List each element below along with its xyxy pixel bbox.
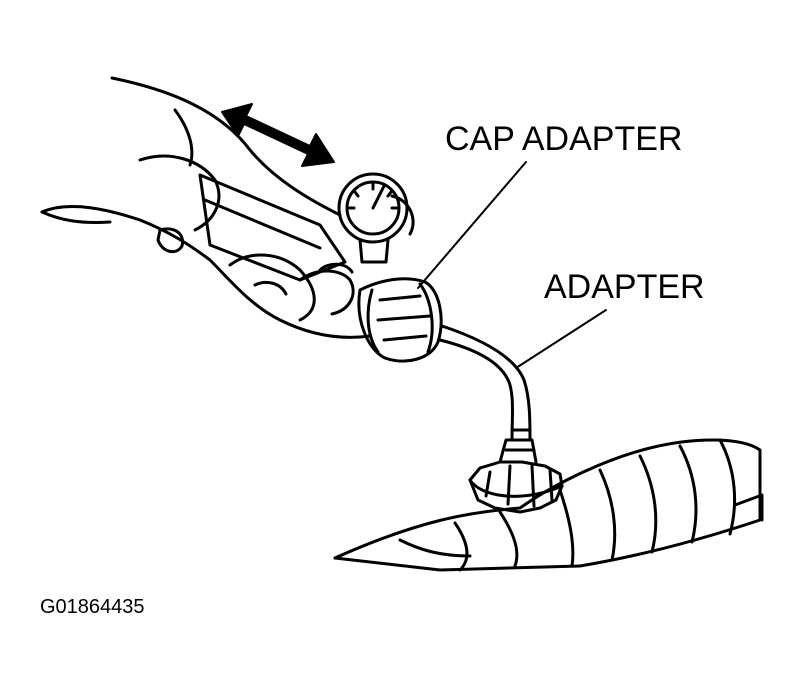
adapter-leader-line (515, 309, 607, 369)
cap-adapter-label: CAP ADAPTER (445, 120, 683, 158)
radiator-tank (333, 438, 764, 572)
leader-lines (417, 161, 607, 369)
figure-id: G01864435 (40, 596, 145, 618)
pressure-gauge (337, 172, 415, 264)
hand-and-pump (40, 76, 372, 339)
cap-adapter-leader-line (417, 161, 527, 289)
adapter-hose (438, 324, 532, 442)
radiator-cap (468, 438, 564, 514)
adapter-label: ADAPTER (544, 268, 705, 306)
double-arrow-icon (221, 103, 335, 167)
cap-adapter-body (357, 277, 443, 363)
